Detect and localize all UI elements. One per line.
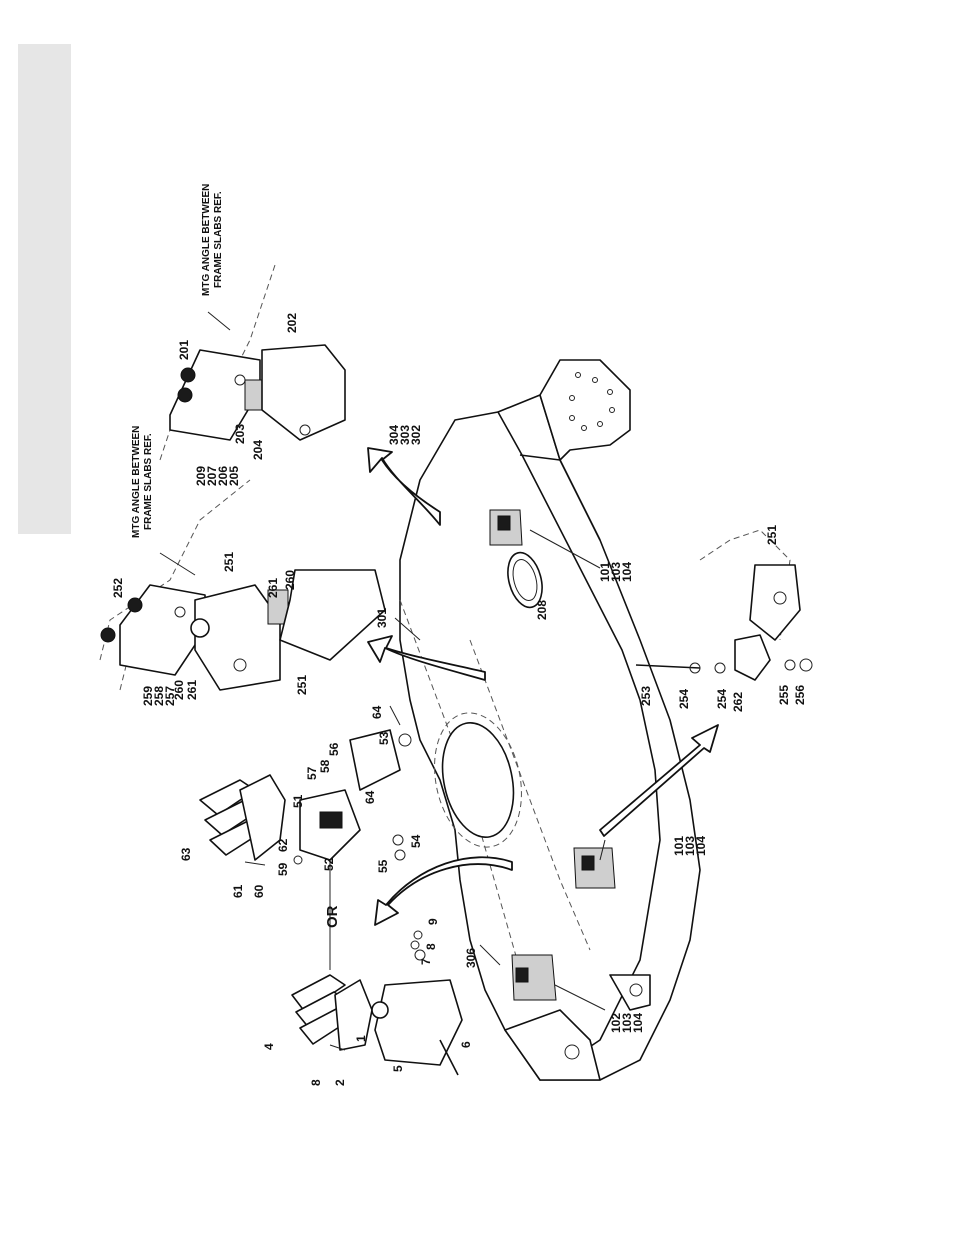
callout-c260b: 260 <box>283 570 297 590</box>
bolt-60 <box>245 862 265 865</box>
callout-c60: 60 <box>252 884 266 898</box>
callout-g102-2: 104 <box>631 1013 645 1033</box>
callout-c254b: 254 <box>715 689 729 709</box>
callout-c301: 301 <box>375 608 389 628</box>
nut-54 <box>393 835 403 845</box>
callout-c8b: 8 <box>424 943 438 950</box>
callout-c203: 203 <box>233 424 247 444</box>
callout-c8a: 8 <box>309 1079 323 1086</box>
callout-c251b: 251 <box>295 675 309 695</box>
washer-255 <box>785 660 795 670</box>
callout-c2: 2 <box>333 1079 347 1086</box>
nut-59 <box>294 856 302 864</box>
shock-pad-101-lower <box>574 848 615 888</box>
nut-256 <box>800 659 812 671</box>
callout-c53: 53 <box>377 731 391 745</box>
callout-c54: 54 <box>409 834 423 848</box>
callout-c58: 58 <box>318 759 332 773</box>
mount-stud <box>191 619 209 637</box>
washer-8 <box>411 941 419 949</box>
callout-c261a: 261 <box>185 680 199 700</box>
callout-c208: 208 <box>535 600 549 620</box>
ref-note-right-line2: FRAME SLABS REF. <box>213 191 224 288</box>
isolator-option-a <box>200 706 411 865</box>
callout-c9: 9 <box>426 918 440 925</box>
callout-c251c: 251 <box>765 525 779 545</box>
callout-g101b-2: 104 <box>694 836 708 856</box>
washer-254b <box>715 663 725 673</box>
callout-c201: 201 <box>177 340 191 360</box>
nut-9 <box>414 931 422 939</box>
callout-g101a-2: 104 <box>620 562 634 582</box>
callout-c57: 57 <box>305 766 319 780</box>
callout-c4: 4 <box>262 1043 276 1050</box>
nut-55 <box>395 850 405 860</box>
shock-pad-102 <box>512 955 556 1000</box>
callout-c56: 56 <box>327 742 341 756</box>
callout-g259-2: 257 <box>163 686 177 706</box>
box-mount-5 <box>375 980 462 1065</box>
callout-c6: 6 <box>459 1041 473 1048</box>
isolator-option-b <box>292 931 462 1075</box>
callout-c52: 52 <box>322 857 336 871</box>
shock-pad-101-upper <box>490 510 522 545</box>
bolt-64 <box>390 706 400 725</box>
callout-c64a: 64 <box>370 705 384 719</box>
ref-note-left-line2: FRAME SLABS REF. <box>143 433 154 530</box>
callout-g209-3: 205 <box>227 466 241 486</box>
box-mount-stud <box>372 1002 388 1018</box>
ref-note-left-line1: MTG ANGLE BETWEEN <box>131 426 142 538</box>
plate-64 <box>350 730 400 790</box>
callout-c59: 59 <box>276 862 290 876</box>
callout-c252: 252 <box>111 578 125 598</box>
callout-c61: 61 <box>231 884 245 898</box>
callout-c254a: 254 <box>677 689 691 709</box>
washer-53 <box>399 734 411 746</box>
bracket-262 <box>735 635 770 680</box>
frame-rear-tube-end <box>540 360 630 460</box>
callout-c251a: 251 <box>222 552 236 572</box>
callout-c64b: 64 <box>363 790 377 804</box>
callout-c7: 7 <box>419 958 433 965</box>
mount-assembly-201-right <box>160 265 345 460</box>
or-label: OR <box>324 905 341 928</box>
callout-c62: 62 <box>276 838 290 852</box>
callout-c1: 1 <box>354 1035 368 1042</box>
callout-c255: 255 <box>777 685 791 705</box>
callout-c55: 55 <box>376 859 390 873</box>
callout-c262: 262 <box>731 692 745 712</box>
callout-c306: 306 <box>464 948 478 968</box>
callout-c5: 5 <box>391 1065 405 1072</box>
callout-c256: 256 <box>793 685 807 705</box>
callout-c261b: 261 <box>266 578 280 598</box>
main-frame <box>400 360 700 1080</box>
callout-c202: 202 <box>285 313 299 333</box>
isolator-core <box>320 812 342 828</box>
callout-c51: 51 <box>291 794 305 808</box>
callout-c63: 63 <box>179 847 193 861</box>
ref-note-right-line1: MTG ANGLE BETWEEN <box>201 184 212 296</box>
callout-g304-2: 302 <box>409 425 423 445</box>
mount-block-251-low <box>750 565 800 640</box>
callout-c253: 253 <box>639 686 653 706</box>
mount-block-251-upper <box>195 585 280 690</box>
callout-c204: 204 <box>251 440 265 460</box>
mount-assembly-251-lower <box>636 530 812 680</box>
